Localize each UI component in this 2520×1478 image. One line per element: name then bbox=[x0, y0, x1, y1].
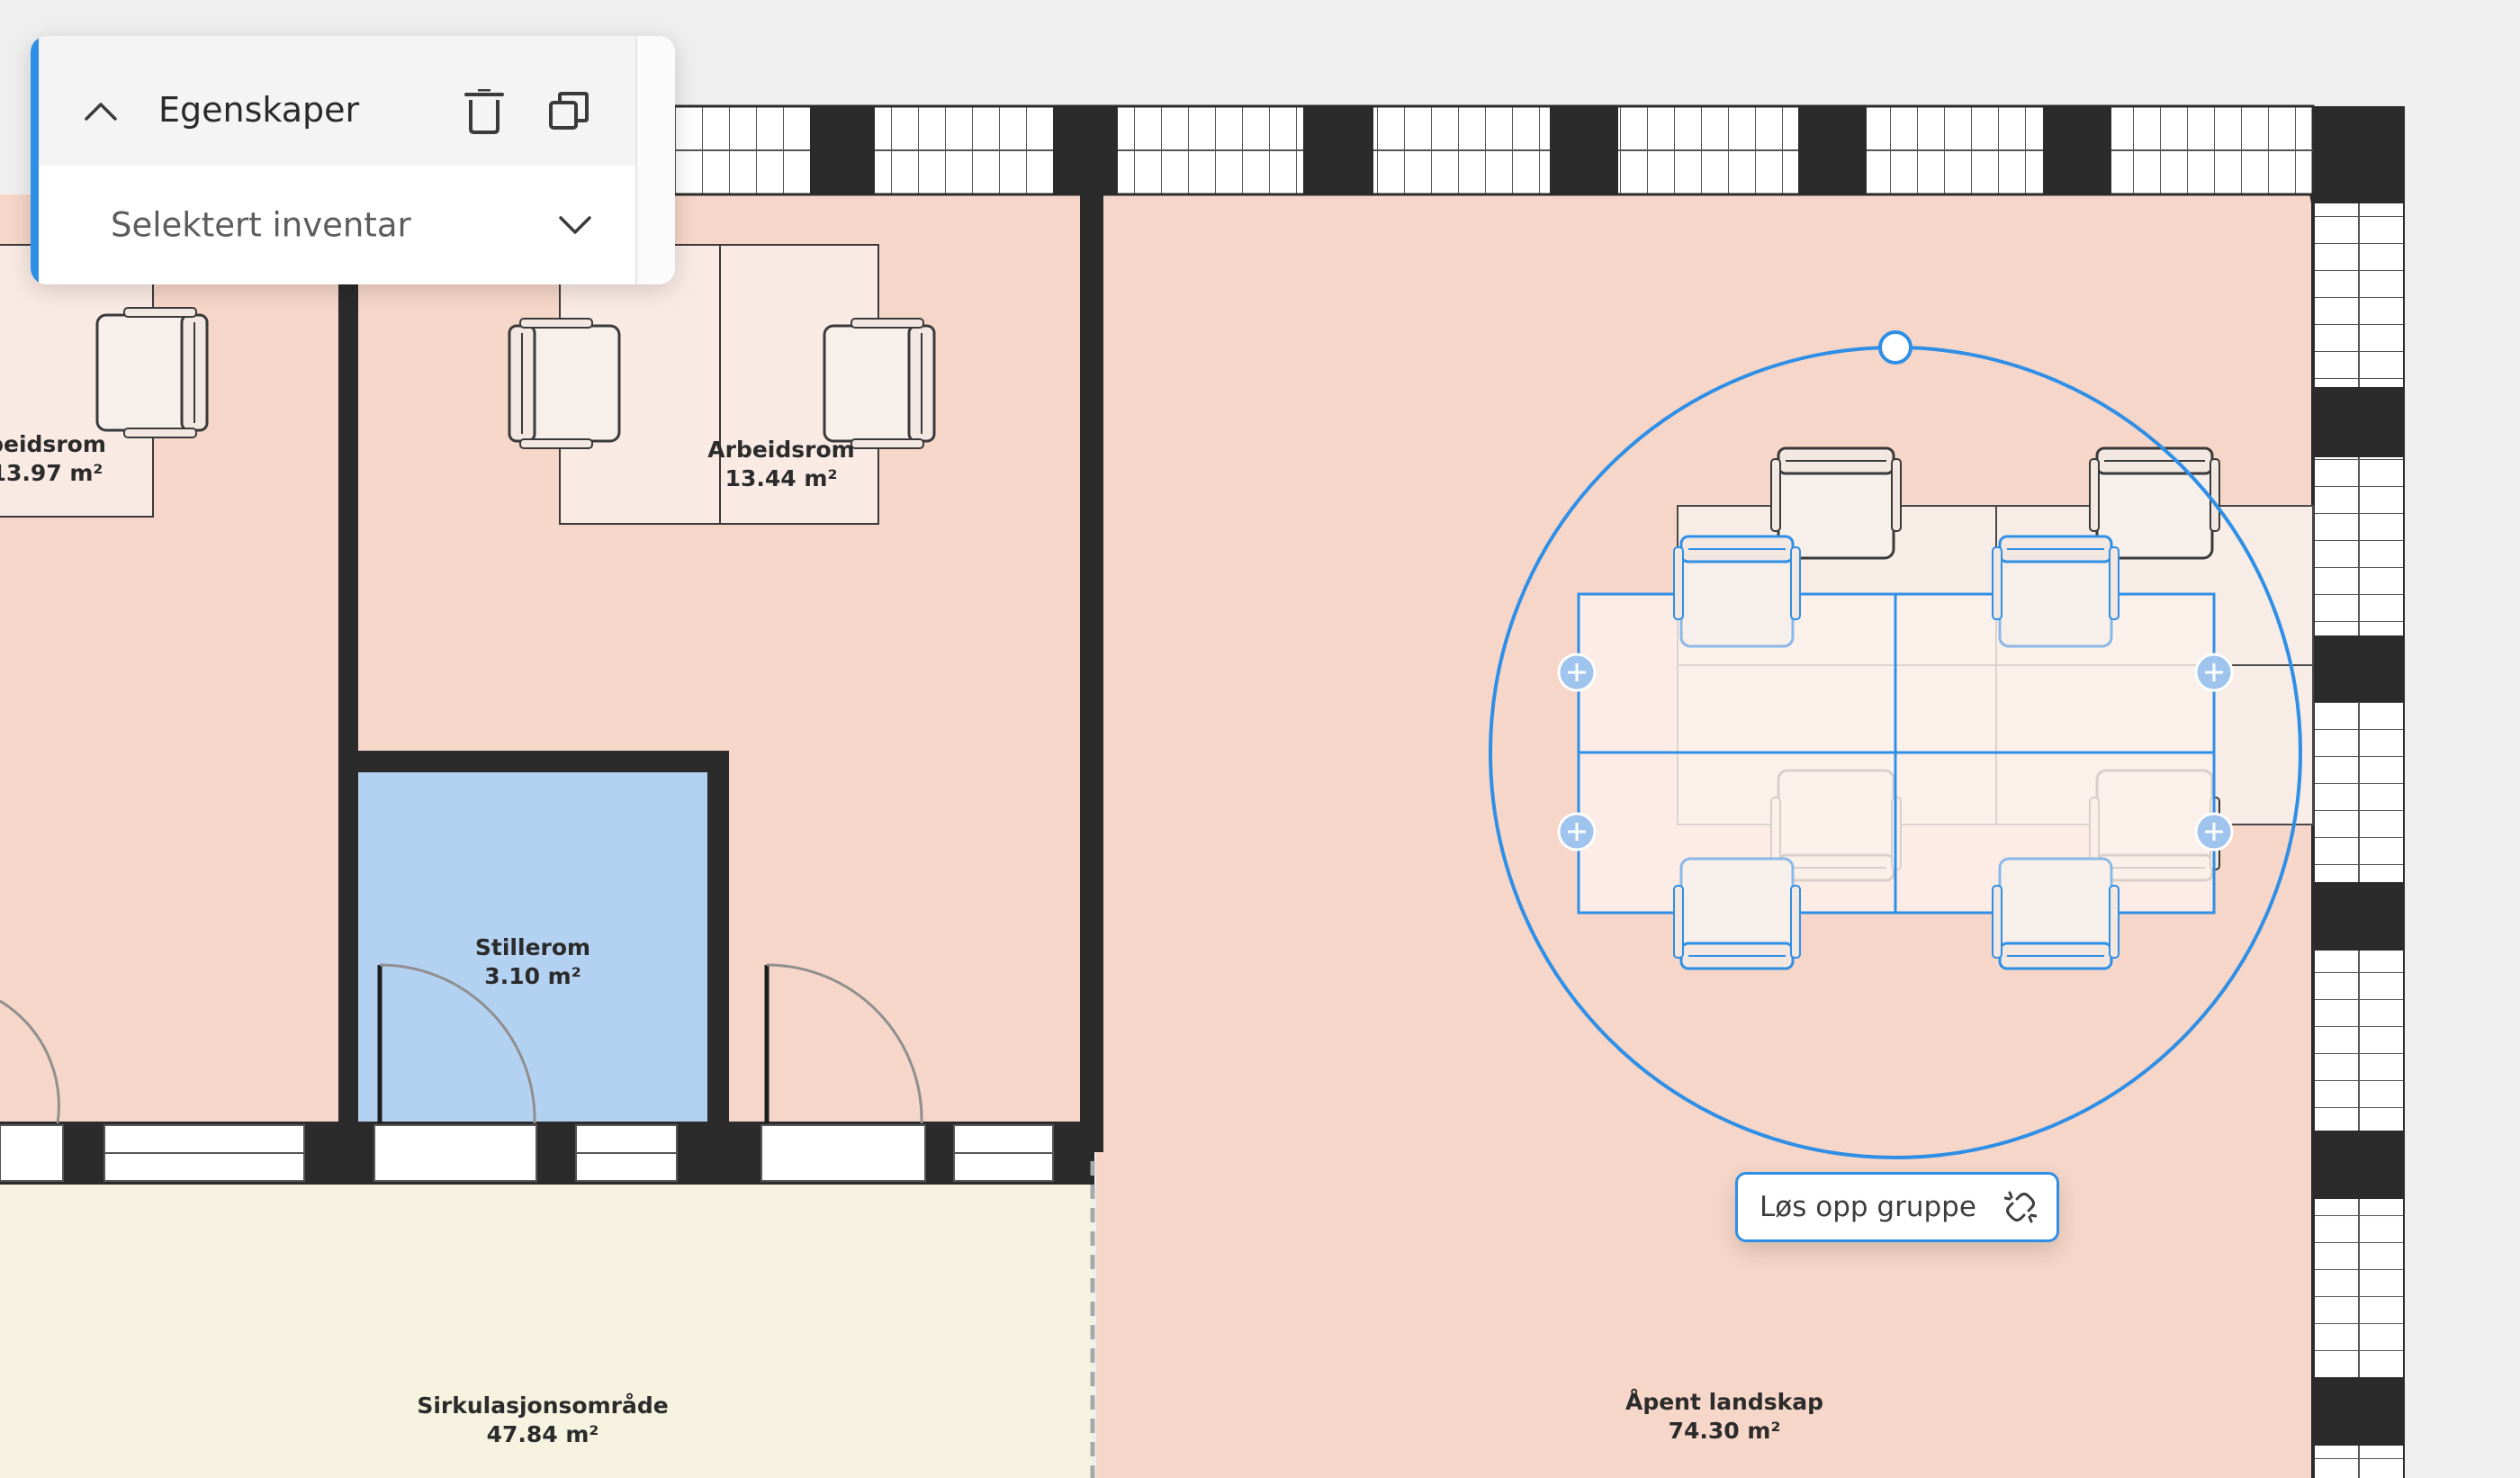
dropdown-value: Selektert inventar bbox=[111, 205, 411, 245]
chair[interactable] bbox=[508, 317, 621, 450]
selected-chair[interactable] bbox=[1991, 535, 2120, 648]
rotation-handle[interactable] bbox=[1878, 330, 1912, 365]
collapse-button[interactable] bbox=[77, 88, 124, 135]
selected-chair[interactable] bbox=[1672, 535, 1802, 648]
chevron-up-icon bbox=[85, 103, 117, 121]
selected-chair[interactable] bbox=[1672, 857, 1802, 970]
chevron-down-icon bbox=[559, 216, 591, 234]
unlink-icon bbox=[2004, 1191, 2037, 1223]
bottom-window-strip bbox=[0, 1124, 1054, 1182]
add-handle-icon[interactable] bbox=[1557, 653, 1597, 692]
copy-icon bbox=[549, 92, 589, 130]
selection-dropdown[interactable]: Selektert inventar bbox=[39, 166, 637, 284]
trash-icon bbox=[464, 89, 504, 134]
add-handle-icon[interactable] bbox=[1557, 812, 1597, 852]
add-handle-icon[interactable] bbox=[2194, 653, 2234, 692]
chair[interactable] bbox=[95, 306, 209, 439]
chair[interactable] bbox=[823, 317, 936, 450]
duplicate-button[interactable] bbox=[544, 86, 594, 137]
doors bbox=[0, 963, 923, 1124]
selected-chair[interactable] bbox=[1991, 857, 2120, 970]
add-handle-icon[interactable] bbox=[2194, 812, 2234, 852]
room-floor-stillerom[interactable] bbox=[358, 771, 707, 1125]
panel-title: Egenskaper bbox=[158, 90, 360, 130]
delete-button[interactable] bbox=[459, 86, 509, 137]
panel-scrollbar[interactable] bbox=[635, 36, 675, 284]
ungroup-button[interactable]: Løs opp gruppe bbox=[1735, 1172, 2059, 1242]
panel-accent-bar bbox=[31, 36, 39, 284]
ungroup-label: Løs opp gruppe bbox=[1760, 1191, 1976, 1223]
right-window-strip bbox=[2315, 203, 2403, 1478]
top-window-strip bbox=[628, 104, 2315, 196]
properties-panel: Egenskaper Selektert inventar bbox=[31, 36, 675, 284]
room-floor-circulation[interactable] bbox=[0, 1185, 1093, 1478]
selected-desk-group[interactable] bbox=[1577, 592, 2216, 915]
